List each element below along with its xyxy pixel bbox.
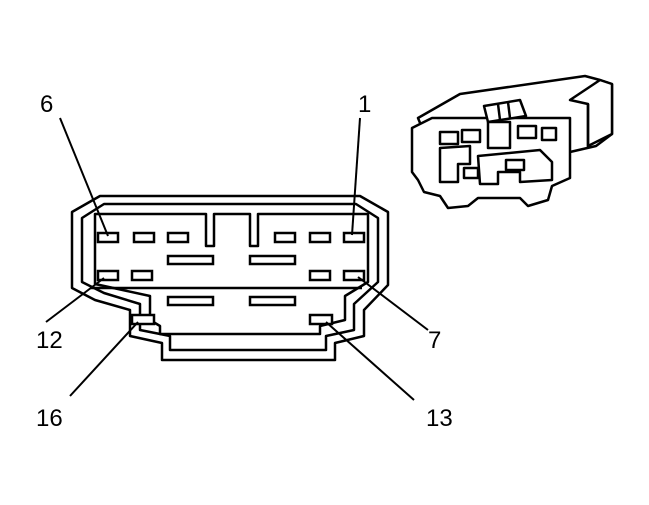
leader-line-16 (69, 321, 139, 397)
terminal-11 (130, 269, 154, 282)
face-slot-5 (540, 126, 558, 142)
terminal-13 (308, 313, 334, 326)
terminal-6 (96, 231, 120, 244)
pin-label-6: 6 (40, 91, 53, 118)
leader-line-13 (325, 321, 415, 401)
pin-label-1: 1 (358, 91, 371, 118)
terminal-5 (132, 231, 156, 244)
face-slot-1 (438, 130, 460, 146)
face-slot-4 (516, 124, 538, 140)
key-slot-lower-left (166, 295, 215, 307)
terminal-16 (130, 313, 156, 326)
terminal-12 (96, 269, 120, 282)
terminals (96, 231, 366, 326)
leader-line-1 (351, 117, 361, 236)
face-slot-3 (486, 120, 512, 150)
face-slot-7 (504, 158, 526, 172)
leader-line-7 (357, 276, 429, 331)
pin-label-12: 12 (36, 327, 63, 354)
connector-3d-view (410, 74, 614, 210)
terminal-8 (308, 269, 332, 282)
terminal-3 (273, 231, 297, 244)
terminal-4 (166, 231, 190, 244)
pin-label-7: 7 (428, 327, 441, 354)
key-slot-lower-right (248, 295, 297, 307)
terminal-2 (308, 231, 332, 244)
terminal-7 (342, 269, 366, 282)
pin-label-16: 16 (36, 405, 63, 432)
key-slot-upper-right (248, 254, 297, 266)
face-inner-step (438, 144, 472, 184)
leader-lines (45, 117, 429, 401)
face-slot-6 (462, 166, 480, 180)
face-slot-2 (460, 128, 482, 144)
terminal-1 (342, 231, 366, 244)
leader-line-12 (45, 277, 105, 323)
leader-line-6 (59, 117, 109, 237)
pin-label-13: 13 (426, 405, 453, 432)
key-slot-upper-left (166, 254, 215, 266)
latch-ridge (496, 101, 512, 121)
